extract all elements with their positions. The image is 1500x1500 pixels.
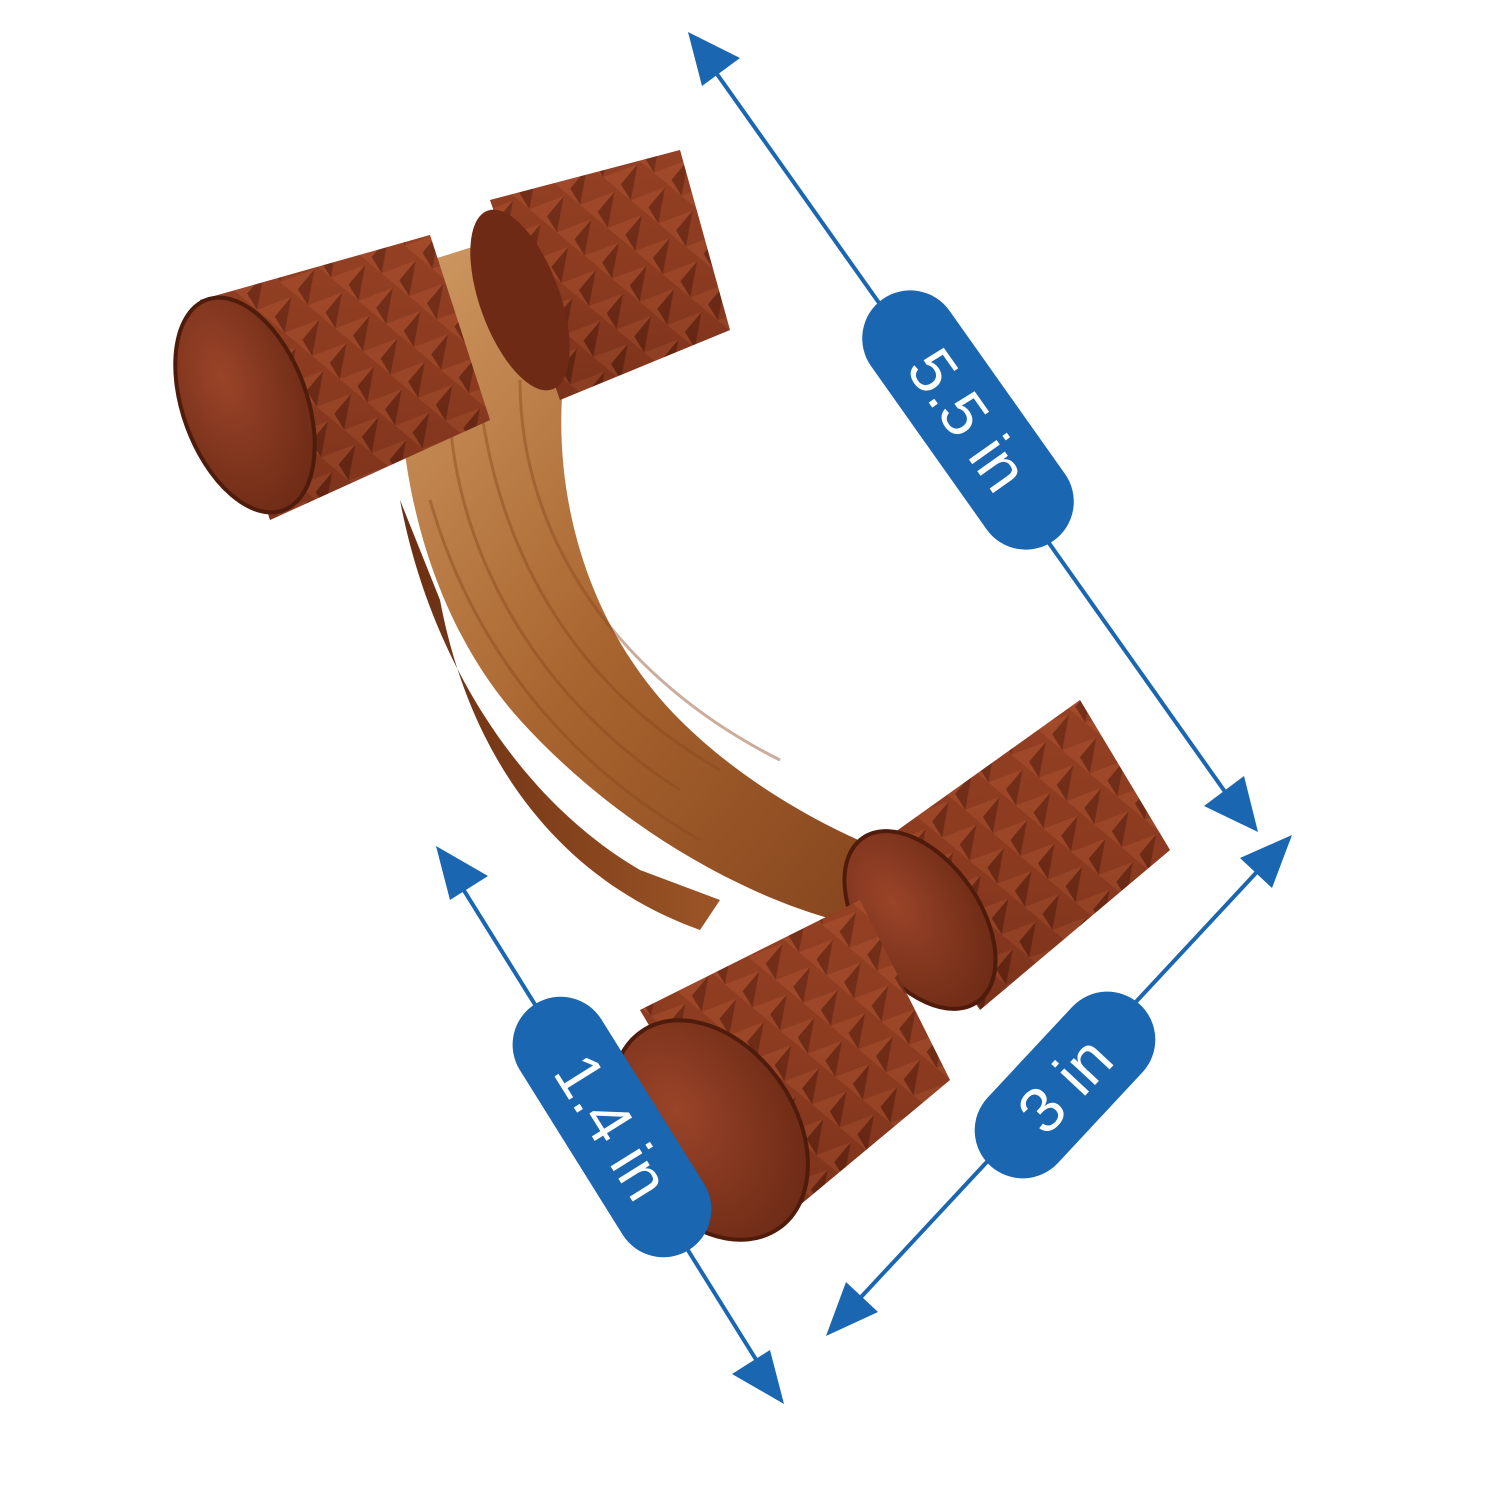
arrow-head-icon [826,1282,878,1336]
handle-top [400,232,1010,960]
arrow-head-icon [732,1350,784,1404]
dimension-badge [862,290,1074,550]
arrow-head-icon [1204,776,1258,832]
roller-face [173,295,317,515]
roller-top-left [173,235,490,520]
roller-top-right [470,150,730,400]
dimension-badge [974,991,1156,1179]
dimension-length: 5.5 in [688,32,1258,832]
dimension-badge [512,996,712,1258]
arrow-head-icon [1240,835,1292,888]
wooden-massage-roller [173,150,1170,1242]
handle-wood-grain [428,379,781,842]
arrow-head-icon [436,846,488,900]
arrow-head-icon [688,32,740,86]
